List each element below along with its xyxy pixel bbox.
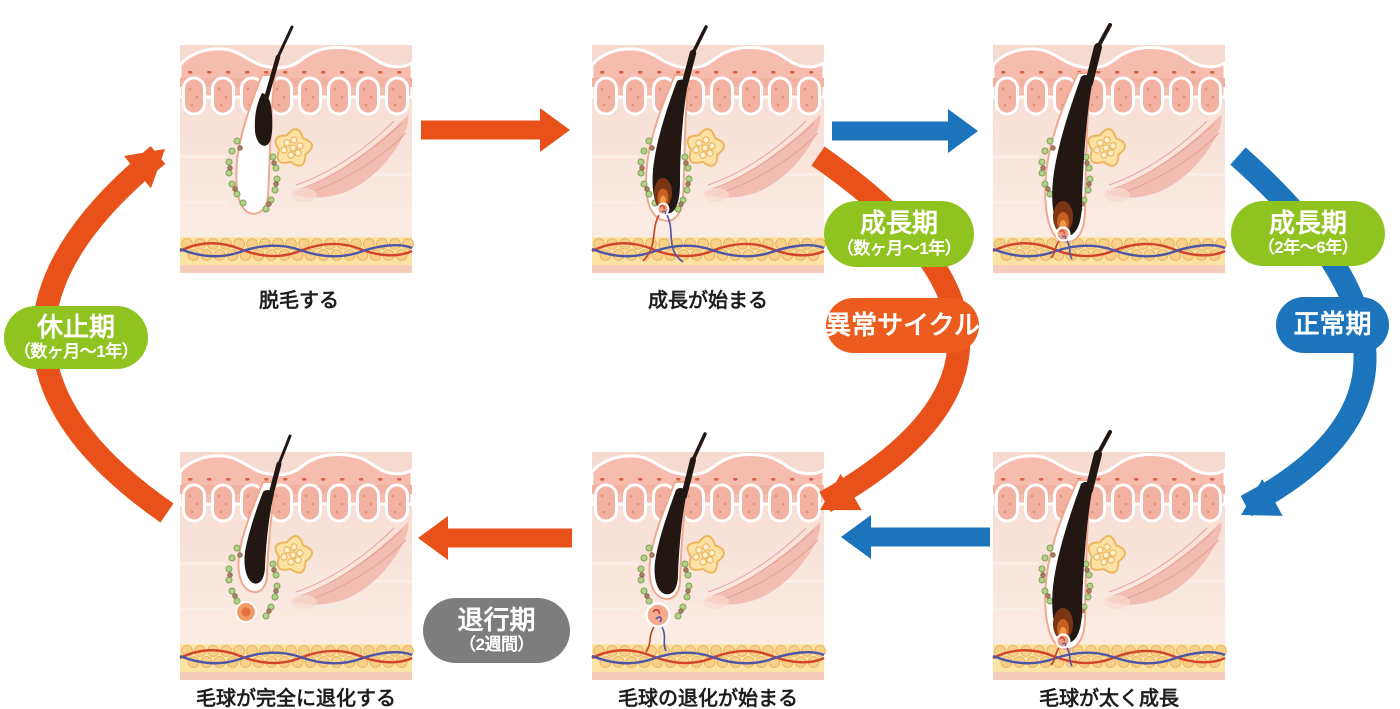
skin-cross-section-illustration: [590, 25, 826, 273]
caption-growth-begins: 成長が始まる: [648, 290, 768, 312]
panel-growing-top-right: [991, 23, 1227, 273]
skin-cross-section-illustration: [590, 432, 826, 680]
arrow-growth-start-to-growing: [832, 109, 978, 153]
skin-cross-section-illustration: [178, 434, 414, 680]
badge-label: 正常期: [1293, 309, 1372, 340]
badge-sublabel: （2週間）: [459, 635, 534, 655]
caption-bulb-regression-starts: 毛球の退化が始まる: [618, 688, 798, 709]
skin-cross-section-illustration: [991, 23, 1227, 273]
panel-bulb-regression-starts: [590, 432, 826, 680]
panel-growth-begins: [590, 25, 826, 273]
caption-bulb-fully-regressed: 毛球が完全に退化する: [196, 688, 396, 709]
badge-label: 休止期: [36, 311, 115, 342]
caption-shedding: 脱毛する: [259, 290, 339, 312]
skin-cross-section-illustration: [178, 25, 414, 273]
badge-growth-phase-abnormal: 成長期 （数ヶ月～1年）: [824, 201, 974, 267]
caption-bulb-grows-thick: 毛球が太く成長: [1039, 688, 1179, 709]
arrow-shed-to-growth-start: [421, 108, 570, 152]
badge-label: 退行期: [457, 604, 536, 635]
badge-resting-phase: 休止期 （数ヶ月～1年）: [4, 306, 148, 369]
badge-abnormal-cycle: 異常サイクル: [825, 298, 980, 353]
arrow-thick-to-regression: [841, 515, 990, 559]
badge-normal-phase: 正常期: [1276, 297, 1389, 353]
badge-label: 成長期: [1268, 207, 1347, 238]
skin-cross-section-illustration: [991, 430, 1227, 680]
panel-shedding: [178, 25, 414, 273]
panel-bulb-fully-regressed: [178, 434, 414, 680]
badge-label: 成長期: [859, 208, 938, 239]
badge-label: 異常サイクル: [825, 309, 980, 340]
badge-regression-phase: 退行期 （2週間）: [423, 598, 570, 663]
badge-growth-phase-normal: 成長期 （2年～6年）: [1231, 201, 1385, 266]
panel-bulb-grows-thick: [991, 430, 1227, 680]
badge-sublabel: （数ヶ月～1年）: [13, 342, 139, 362]
badge-sublabel: （数ヶ月～1年）: [836, 238, 962, 258]
arrow-regression-to-full: [418, 516, 572, 560]
badge-sublabel: （2年～6年）: [1257, 238, 1359, 258]
